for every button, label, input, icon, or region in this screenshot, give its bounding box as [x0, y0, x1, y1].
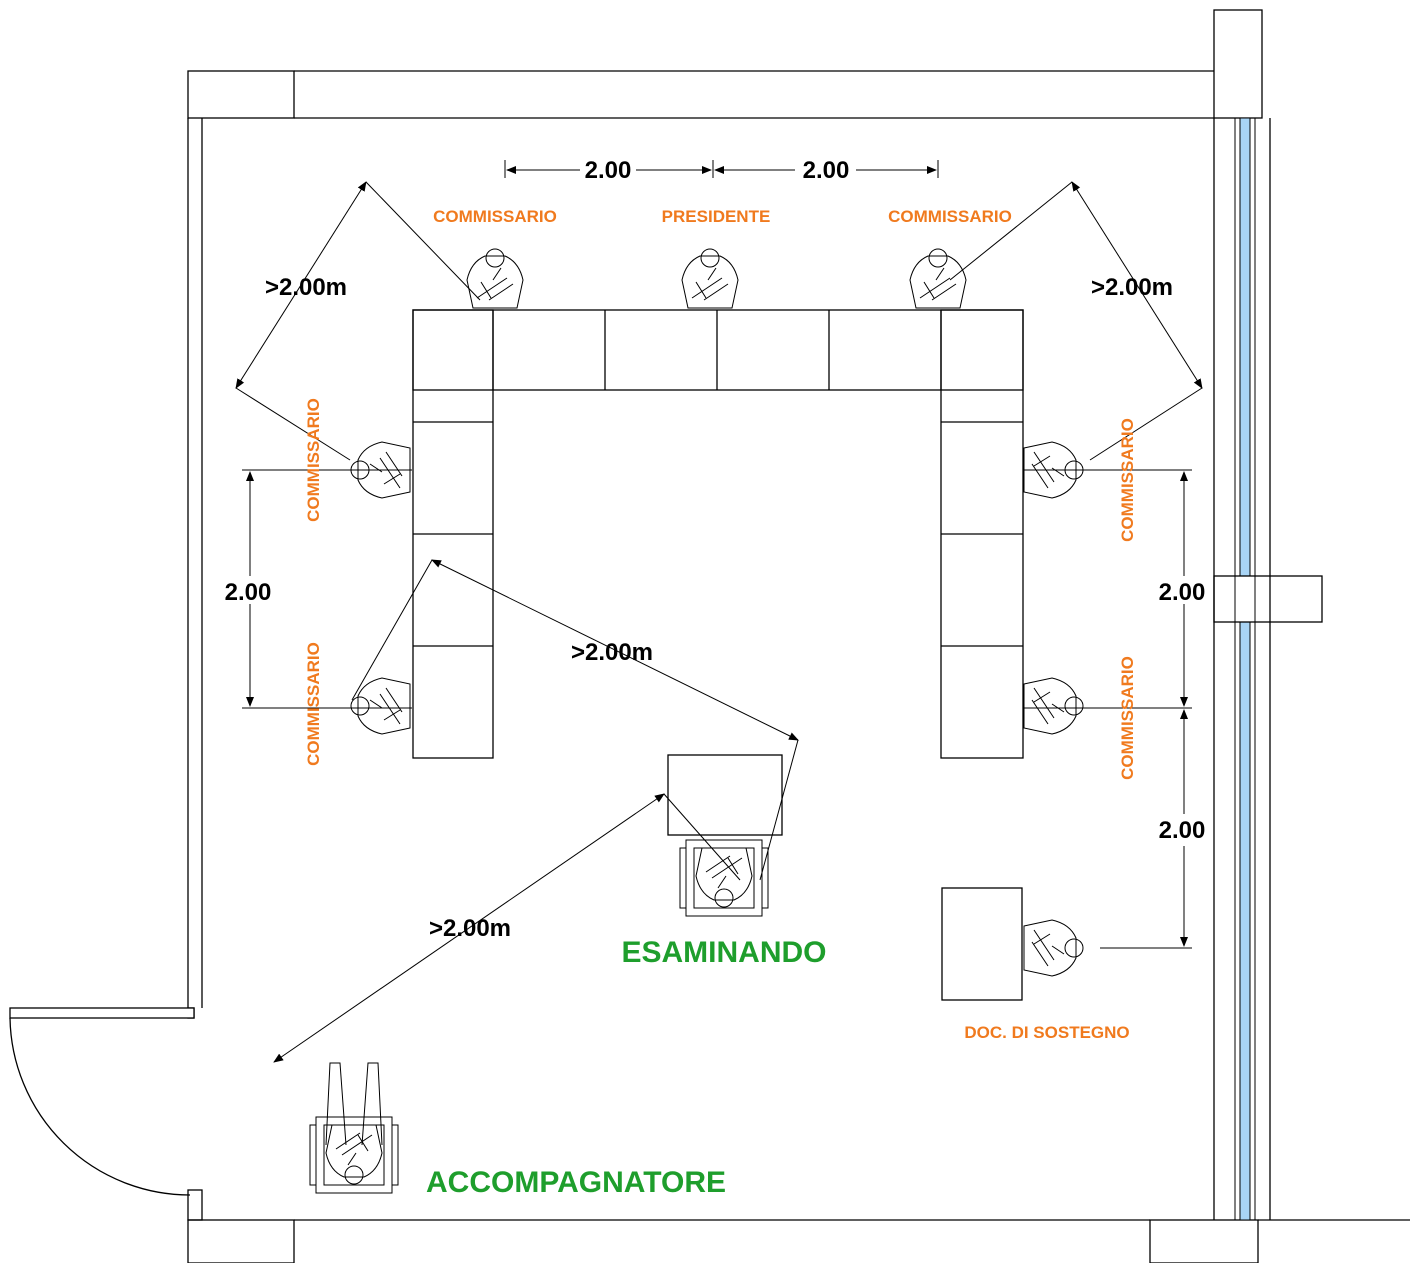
u-shaped-table [412, 309, 1024, 759]
person-commissario-top-right [909, 248, 967, 309]
label-esaminando: ESAMINANDO [621, 936, 826, 969]
wall-pillar-bottom-right [1149, 1219, 1259, 1263]
person-esaminando [679, 839, 769, 917]
wall-pillar-right-middle [1213, 575, 1323, 623]
dim-top-left: 2.00 [585, 157, 632, 184]
label-doc-sostegno: DOC. DI SOSTEGNO [964, 1023, 1129, 1042]
room-walls [187, 9, 1410, 1263]
support-teacher-desk [941, 887, 1023, 1001]
dim-right-1: 2.00 [1159, 579, 1206, 606]
min-distance-bottom-left: >2.00m [429, 915, 511, 942]
min-distance-top-right: >2.00m [1091, 274, 1173, 301]
label-commissario-right-2: COMMISSARIO [1118, 656, 1137, 780]
label-commissario-left-1: COMMISSARIO [304, 398, 323, 522]
dim-top-right: 2.00 [803, 157, 850, 184]
person-doc-sostegno [1023, 919, 1084, 977]
wall-pillar-bottom-left [187, 1219, 295, 1263]
candidate-desk [667, 754, 783, 836]
door-jamb-bottom [187, 1189, 203, 1221]
wall-pillar-top-right [1213, 9, 1263, 119]
door [9, 1007, 195, 1196]
min-distance-center: >2.00m [571, 639, 653, 666]
min-distance-top-left: >2.00m [265, 274, 347, 301]
label-commissario-top-right: COMMISSARIO [888, 207, 1012, 226]
sightlines [235, 181, 1203, 881]
person-commissario-top-left [466, 248, 524, 309]
dim-right-2: 2.00 [1159, 817, 1206, 844]
person-accompagnatore [309, 1062, 399, 1194]
person-presidente [681, 248, 739, 309]
label-presidente: PRESIDENTE [662, 207, 771, 226]
window-glass-lower [1239, 621, 1251, 1221]
dim-left: 2.00 [225, 579, 272, 606]
label-commissario-top-left: COMMISSARIO [433, 207, 557, 226]
label-accompagnatore: ACCOMPAGNATORE [426, 1166, 726, 1199]
dimension-lines [235, 160, 1203, 1063]
label-commissario-left-2: COMMISSARIO [304, 642, 323, 766]
window-glass-upper [1239, 117, 1251, 577]
label-commissario-right-1: COMMISSARIO [1118, 418, 1137, 542]
person-commissario-right-2 [1023, 677, 1084, 735]
wall-pillar-top-left [187, 70, 295, 119]
